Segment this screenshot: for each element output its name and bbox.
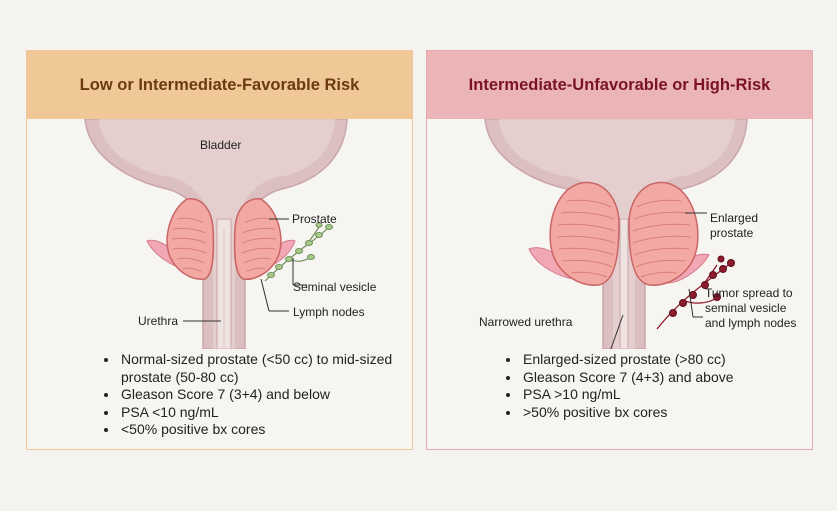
lymph-node <box>305 240 313 246</box>
tumor-node <box>719 265 727 273</box>
left-criteria-list: Normal-sized prostate (<50 cc) to mid-si… <box>101 351 419 439</box>
tumor-spread-label-line1: Tumor spread to <box>705 286 793 300</box>
tumor-node <box>679 299 687 307</box>
list-item: Enlarged-sized prostate (>80 cc) <box>521 351 821 369</box>
list-item: PSA <10 ng/mL <box>119 404 419 422</box>
prostate-left-lobe <box>549 181 620 286</box>
lymph-node <box>307 254 315 260</box>
lymph-node <box>285 256 293 262</box>
lymph-node <box>275 264 283 270</box>
narrowed-urethra <box>619 218 629 349</box>
seminal-vesicle-label: Seminal vesicle <box>293 280 377 294</box>
right-criteria-list: Enlarged-sized prostate (>80 cc) Gleason… <box>503 351 821 421</box>
urethra-label: Urethra <box>138 314 179 328</box>
list-item: <50% positive bx cores <box>119 421 419 439</box>
tumor-node <box>727 259 735 267</box>
list-item: Gleason Score 7 (4+3) and above <box>521 369 821 387</box>
lymph-nodes-label: Lymph nodes <box>293 305 365 319</box>
right-panel: Intermediate-Unfavorable or High-Risk <box>426 50 813 450</box>
list-item: PSA >10 ng/mL <box>521 386 821 404</box>
lymph-node <box>267 272 275 278</box>
list-item: Gleason Score 7 (3+4) and below <box>119 386 419 404</box>
list-item: Normal-sized prostate (<50 cc) to mid-si… <box>119 351 419 386</box>
left-panel: Low or Intermediate-Favorable Risk <box>26 50 413 450</box>
enlarged-prostate-label-line1: Enlarged <box>710 211 759 225</box>
normal-prostate-illustration <box>84 119 348 349</box>
right-panel-title: Intermediate-Unfavorable or High-Risk <box>427 51 812 119</box>
tumor-node <box>709 271 717 279</box>
bladder-label: Bladder <box>200 138 242 152</box>
prostate-right-lobe <box>628 181 699 286</box>
tumor-spread-label-line2: seminal vesicle <box>705 301 787 315</box>
list-item: >50% positive bx cores <box>521 404 821 422</box>
narrowed-urethra-label: Narrowed urethra <box>479 315 573 329</box>
enlarged-prostate-label-line2: prostate <box>710 226 754 240</box>
tumor-spread-label-line3: and lymph nodes <box>705 316 797 330</box>
tumor-node <box>713 293 721 301</box>
lymph-node <box>315 232 323 238</box>
enlarged-prostate-illustration <box>484 119 748 349</box>
prostate-label: Prostate <box>292 212 337 226</box>
lymph-node <box>315 222 323 228</box>
left-panel-title: Low or Intermediate-Favorable Risk <box>27 51 412 119</box>
tumor-node <box>717 255 725 263</box>
tumor-node <box>669 309 677 317</box>
lymph-node <box>295 248 303 254</box>
tumor-node <box>701 281 709 289</box>
lymph-node <box>325 224 333 230</box>
